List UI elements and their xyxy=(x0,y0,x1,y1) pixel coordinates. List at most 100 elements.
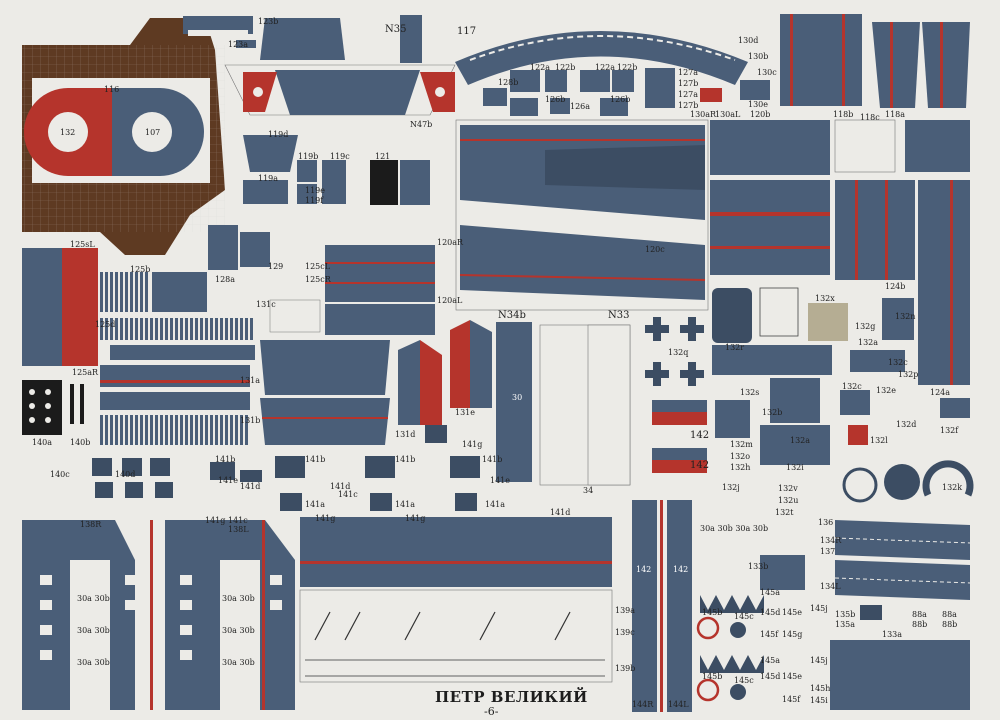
label-145a-1: 145a xyxy=(760,588,781,597)
label-132b: 132b xyxy=(762,408,783,417)
label-132p: 132p xyxy=(898,370,919,379)
label-132s: 132s xyxy=(740,388,760,397)
part-132-cluster xyxy=(712,287,974,503)
label-132u: 132u xyxy=(778,496,799,505)
label-142-d: 142 xyxy=(673,565,689,574)
label-118c: 118c xyxy=(860,113,880,122)
label-145d-1: 145d xyxy=(760,608,781,617)
label-120c: 120c xyxy=(645,245,665,254)
label-88b-2: 88b xyxy=(942,620,958,629)
label-30a30b-3: 30a 30b xyxy=(77,658,110,667)
label-130c: 130c xyxy=(757,68,777,77)
label-141b-4: 141b xyxy=(482,455,503,464)
label-130e: 130e xyxy=(748,100,769,109)
label-137: 137 xyxy=(820,547,836,556)
label-141c-1: 141c xyxy=(228,516,248,525)
part-120-hull xyxy=(455,119,709,311)
label-132: 132 xyxy=(60,128,76,137)
label-129: 129 xyxy=(268,262,284,271)
label-141d-1: 141d xyxy=(240,482,261,491)
label-124b: 124b xyxy=(885,282,906,291)
label-130d: 130d xyxy=(738,36,759,45)
part-n34b xyxy=(398,320,631,486)
label-145j-1: 145j xyxy=(810,604,828,613)
page-number: -6- xyxy=(484,705,499,718)
label-120b: 120b xyxy=(750,110,771,119)
part-n35 xyxy=(224,15,456,116)
label-135a: 135a xyxy=(835,620,856,629)
part-107-circle xyxy=(132,112,172,152)
label-132h: 132h xyxy=(730,463,751,472)
label-138r: 138R xyxy=(80,520,102,529)
label-132f: 132f xyxy=(940,426,959,435)
label-132e: 132e xyxy=(876,386,897,395)
label-141e-1: 141e xyxy=(218,476,239,485)
label-132q: 132q xyxy=(668,348,689,357)
label-145i: 145i xyxy=(810,696,828,705)
label-116: 116 xyxy=(104,85,120,94)
label-145b-2: 145b xyxy=(702,672,723,681)
label-88b-1: 88b xyxy=(912,620,928,629)
label-34: 34 xyxy=(583,486,594,495)
part-139-panel xyxy=(299,517,613,683)
part-131-panels xyxy=(100,340,390,445)
label-145d-2: 145d xyxy=(760,672,781,681)
label-122b-2: 122b xyxy=(617,63,638,72)
label-125b: 125b xyxy=(130,265,151,274)
label-141c-2: 141c xyxy=(338,490,358,499)
label-138l: 138L xyxy=(228,525,249,534)
label-132c-2: 132c xyxy=(842,382,862,391)
label-107: 107 xyxy=(145,128,161,137)
label-30a30b-1: 30a 30b xyxy=(77,594,110,603)
label-127a-2: 127a xyxy=(678,90,699,99)
label-126a: 126a xyxy=(570,102,591,111)
label-145e-1: 145e xyxy=(782,608,803,617)
label-131b: 131b xyxy=(240,416,261,425)
part-117-arc xyxy=(455,31,748,85)
label-123b: 123b xyxy=(258,17,279,26)
label-132m: 132m xyxy=(730,440,753,449)
label-145a-2: 145a xyxy=(760,656,781,665)
label-30a30b-4: 30a 30b xyxy=(222,594,255,603)
label-145c-1: 145c xyxy=(734,612,754,621)
label-131c: 131c xyxy=(256,300,276,309)
label-130b: 130b xyxy=(748,52,769,61)
label-88a-1: 88a xyxy=(912,610,927,619)
label-n34b: N34b xyxy=(498,310,526,321)
part-132-circle xyxy=(48,112,88,152)
part-138-hull-sides xyxy=(22,520,295,710)
label-119a: 119a xyxy=(258,174,279,183)
label-123a: 123a xyxy=(228,40,249,49)
label-132d: 132d xyxy=(896,420,917,429)
label-145e-2: 145e xyxy=(782,672,803,681)
part-125c-panels xyxy=(269,245,435,335)
label-125cr: 125cR xyxy=(305,275,331,284)
label-125d: 125d xyxy=(95,320,116,329)
label-128b: 128b xyxy=(498,78,519,87)
label-141a-3: 141a xyxy=(485,500,506,509)
part-133-135 xyxy=(760,520,971,710)
label-30: 30 xyxy=(512,393,523,402)
label-n47b: N47b xyxy=(410,120,433,129)
label-141a-1: 141a xyxy=(305,500,326,509)
label-n35: N35 xyxy=(385,24,407,35)
label-141b-3: 141b xyxy=(395,455,416,464)
label-141g-1: 141g xyxy=(462,440,483,449)
label-144l: 144L xyxy=(668,700,689,709)
label-119f: 119f xyxy=(305,196,324,205)
label-134l: 134L xyxy=(820,582,841,591)
part-138-windows xyxy=(40,575,282,660)
label-133b: 133b xyxy=(748,562,769,571)
label-30a30b-5: 30a 30b xyxy=(222,626,255,635)
label-140a: 140a xyxy=(32,438,53,447)
label-120ar: 120aR xyxy=(437,238,464,247)
part-brown-deck xyxy=(22,18,225,255)
label-141d-2: 141d xyxy=(330,482,351,491)
part-142-panels xyxy=(652,400,707,473)
label-141a-2: 141a xyxy=(395,500,416,509)
label-141g-3: 141g xyxy=(315,514,336,523)
label-130al: 130aL xyxy=(715,110,741,119)
label-126b-1: 126b xyxy=(545,95,566,104)
label-122b-1: 122b xyxy=(555,63,576,72)
